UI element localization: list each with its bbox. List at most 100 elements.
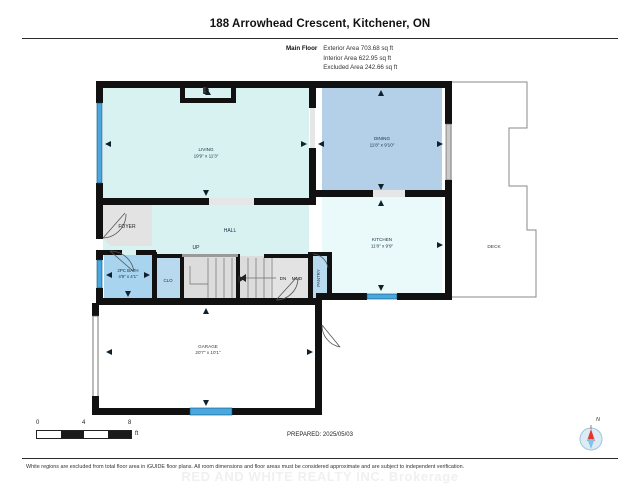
wall-right-dining-b <box>445 180 452 200</box>
wall-left-upper2 <box>96 183 103 205</box>
room-kitchen-fill <box>322 197 442 297</box>
soffit-stair-top <box>182 254 238 257</box>
wall-left-upper <box>96 81 103 103</box>
door-mud-leaf <box>276 276 298 300</box>
title-divider <box>22 38 618 39</box>
wall-alcove-bottom <box>180 98 236 103</box>
room-kitchen-dims: 11'8" x 9'9" <box>371 244 394 249</box>
scale-unit-label: ft <box>135 431 139 437</box>
wall-kitchen-bottom-a <box>316 293 367 300</box>
room-dining-label: DINING <box>374 136 391 141</box>
room-pantry-label: PANTRY <box>316 269 321 286</box>
wall-stair-top-b <box>264 254 310 258</box>
room-living-dims: 19'9" x 11'3" <box>194 154 219 159</box>
doorway-dining-kitchen <box>373 190 405 197</box>
stair-treads-up <box>207 258 233 298</box>
compass-icon <box>579 425 603 451</box>
wall-right-dining-a <box>445 81 452 124</box>
scale-segment-4 <box>107 431 131 438</box>
wall-bath-top <box>96 250 122 255</box>
door-mud-swing <box>275 277 299 301</box>
wall-right-kitchen <box>445 197 452 300</box>
stairs-up-label: UP <box>193 245 201 251</box>
room-closet-label: CLO <box>163 278 173 283</box>
door-garage-entry <box>321 324 341 348</box>
door-garage-leaf <box>321 324 341 348</box>
room-living-label: LIVING <box>198 147 213 152</box>
room-closet-fill <box>156 258 181 298</box>
window-living-left[interactable] <box>96 102 103 184</box>
wall-living-dining-a <box>309 88 316 108</box>
fireplace-icon <box>203 86 209 93</box>
area-exterior: Exterior Area 703.68 sq ft <box>323 45 394 52</box>
wall-hall-garage <box>96 298 322 305</box>
room-bath-label: 2PC BATH <box>117 268 138 273</box>
wall-garage-left-top <box>92 303 99 316</box>
footer-divider <box>22 458 618 459</box>
doorway-living-hall <box>209 198 254 205</box>
room-mud-label: MUD <box>292 276 303 281</box>
wall-pantry-left <box>308 254 313 300</box>
scale-bar <box>36 430 132 439</box>
room-dining-dims: 11'8" x 9'10" <box>370 143 395 148</box>
room-deck-label: DECK <box>487 244 501 250</box>
wall-pantry-top <box>308 252 332 256</box>
room-hall-label: HALL <box>224 228 237 234</box>
room-deck-shape <box>450 81 537 298</box>
door-foyer-entry <box>102 213 127 239</box>
wall-bath-right <box>152 252 157 300</box>
wall-alcove-right <box>231 84 236 102</box>
door-bath-leaf <box>109 250 134 272</box>
area-excluded: Excluded Area 242.66 sq ft <box>323 64 398 71</box>
stair-up-nosing <box>189 266 208 285</box>
wall-living-bottom <box>96 198 209 205</box>
wall-pantry-right <box>327 254 332 300</box>
floor-label: Main Floor <box>286 44 318 52</box>
stairs-up-fill <box>182 256 239 300</box>
area-lines: Exterior Area 703.68 sq ft Interior Area… <box>323 44 397 73</box>
door-foyer-leaf <box>102 212 126 239</box>
door-bath-swing <box>109 250 135 273</box>
compass-north-label: N <box>596 417 600 423</box>
prepared-date: PREPARED: 2025/05/03 <box>287 432 353 438</box>
wall-living-bottom2 <box>254 198 312 205</box>
doorway-living-dining <box>310 108 315 148</box>
window-garage-left[interactable] <box>92 315 99 398</box>
scale-segment-2 <box>60 431 84 438</box>
scale-tick-8: 8 <box>128 420 132 426</box>
wall-dining-kitchen-a <box>316 190 373 197</box>
disclaimer-text: White regions are excluded from total fl… <box>26 464 465 470</box>
garage-door[interactable] <box>189 407 233 416</box>
room-living-fill <box>103 88 309 198</box>
door-pantry-swing <box>312 253 329 269</box>
dimension-markers <box>105 88 443 406</box>
wall-garage-right <box>315 300 322 415</box>
room-kitchen-label: KITCHEN <box>372 237 392 242</box>
scale-tick-0: 0 <box>36 420 40 426</box>
stairs-dn-label: DN <box>280 276 287 281</box>
scale-tick-4: 4 <box>82 420 86 426</box>
area-interior: Interior Area 622.95 sq ft <box>323 54 392 62</box>
scale-segment-1 <box>37 431 61 438</box>
wall-dining-kitchen-b <box>405 190 452 197</box>
room-foyer-label: FOYER <box>118 224 136 230</box>
room-garage-fill <box>98 305 320 410</box>
window-bath-left[interactable] <box>96 259 103 289</box>
wall-top <box>98 81 452 88</box>
room-garage-dims: 20'7" x 10'1" <box>195 350 221 355</box>
room-foyer-fill <box>103 205 152 246</box>
stair-dn-arrow-icon <box>240 274 246 282</box>
window-dining-right[interactable] <box>445 123 452 181</box>
window-kitchen-bottom[interactable] <box>366 293 398 300</box>
floor-area-summary: Main Floor Exterior Area 703.68 sq ft In… <box>286 44 397 73</box>
page-title: 188 Arrowhead Crescent, Kitchener, ON <box>209 18 431 30</box>
wall-garage-left-bot <box>92 396 99 415</box>
wall-alcove-left <box>180 84 185 102</box>
wall-closet-right <box>180 254 184 300</box>
stair-up-arrow-icon <box>238 275 244 283</box>
wall-stair-top-a <box>156 254 182 258</box>
wall-living-dining-b <box>309 148 316 205</box>
scale-segment-3 <box>84 431 108 438</box>
wall-left-foyer <box>96 205 103 239</box>
